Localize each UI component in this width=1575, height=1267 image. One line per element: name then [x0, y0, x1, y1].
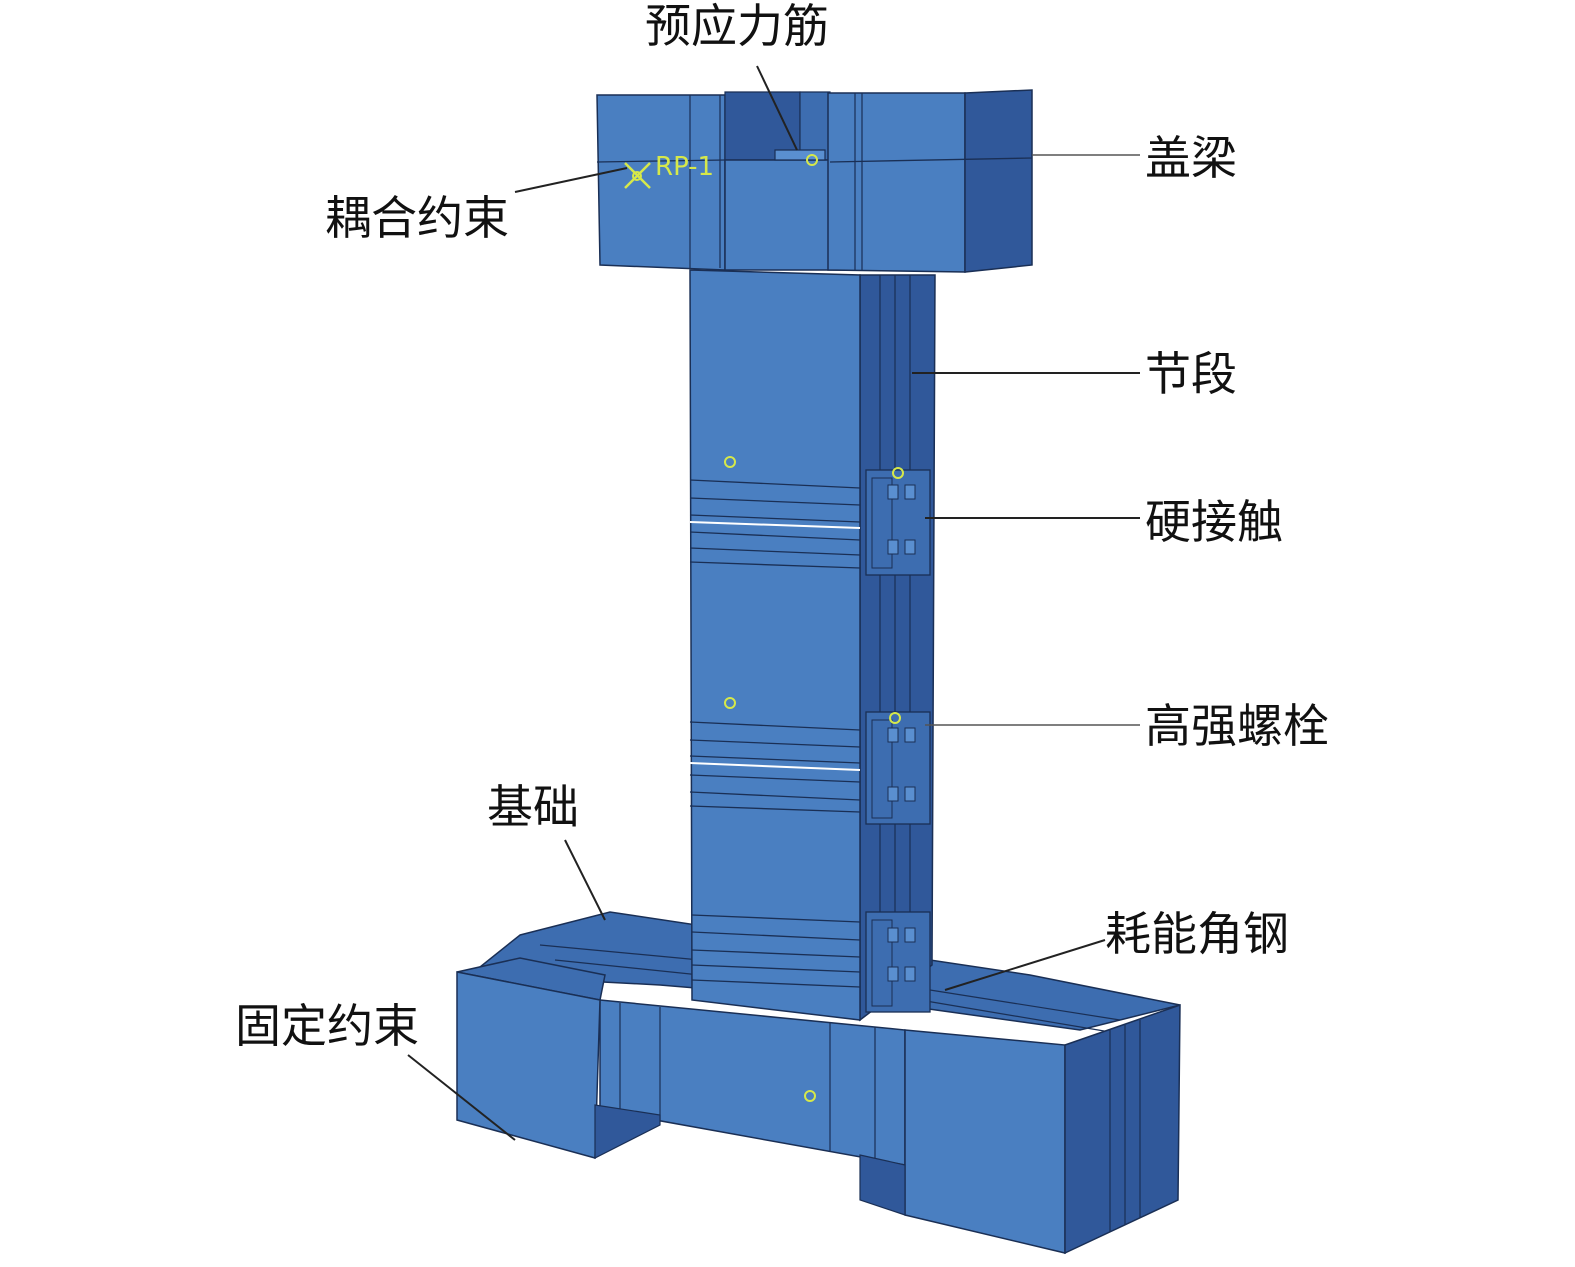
high-strength-bolt [887, 786, 899, 802]
foundation [456, 911, 1181, 1255]
reference-point-label: RP-1 [655, 152, 714, 182]
segment-joint-1 [689, 479, 861, 569]
label-energy-angle-steel: 耗能角钢 [1105, 907, 1289, 961]
foundation-middle-front [599, 999, 906, 1166]
label-fixed-constraint: 固定约束 [235, 999, 419, 1053]
high-strength-bolt [887, 966, 899, 982]
foundation-right-side [1064, 1003, 1181, 1255]
cap-beam-right [827, 92, 966, 273]
energy-angle-steel-group-3 [865, 911, 931, 1013]
label-coupling-constraint: 耦合约束 [325, 191, 509, 245]
label-cap-beam: 盖梁 [1145, 131, 1237, 185]
energy-angle-steel-group-2 [865, 711, 931, 825]
high-strength-bolt [904, 786, 916, 802]
reference-marker [804, 1090, 816, 1102]
segment-joint-2 [689, 721, 861, 813]
segment-joint-base [691, 914, 861, 988]
reference-marker [724, 697, 736, 709]
high-strength-bolt [904, 966, 916, 982]
foundation-left-block [456, 971, 601, 1159]
high-strength-bolt [887, 727, 899, 743]
energy-angle-steel-group-1 [865, 467, 931, 576]
pier-column [689, 269, 936, 1022]
cap-beam-left [596, 94, 726, 271]
coupling-reference-point: RP-1 [624, 152, 714, 189]
high-strength-bolt [904, 539, 916, 555]
label-prestress-tendon: 预应力筋 [645, 0, 829, 53]
label-high-strength-bolt: 高强螺栓 [1145, 699, 1329, 753]
label-foundation: 基础 [487, 780, 579, 834]
high-strength-bolt [904, 484, 916, 500]
label-segment: 节段 [1145, 347, 1237, 401]
high-strength-bolt [887, 539, 899, 555]
cap-beam: RP-1 [596, 89, 1033, 273]
reference-marker [724, 456, 736, 468]
high-strength-bolt [887, 927, 899, 943]
high-strength-bolt [904, 927, 916, 943]
label-hard-contact: 硬接触 [1145, 495, 1283, 549]
column-front-face [689, 269, 861, 1021]
high-strength-bolt [887, 484, 899, 500]
column-side-face [859, 274, 936, 1022]
leader-lines [407, 65, 1140, 1141]
prestress-tendon-anchor [774, 149, 826, 161]
high-strength-bolt [904, 727, 916, 743]
cap-beam-side [964, 89, 1033, 273]
foundation-right-block [904, 1029, 1066, 1254]
